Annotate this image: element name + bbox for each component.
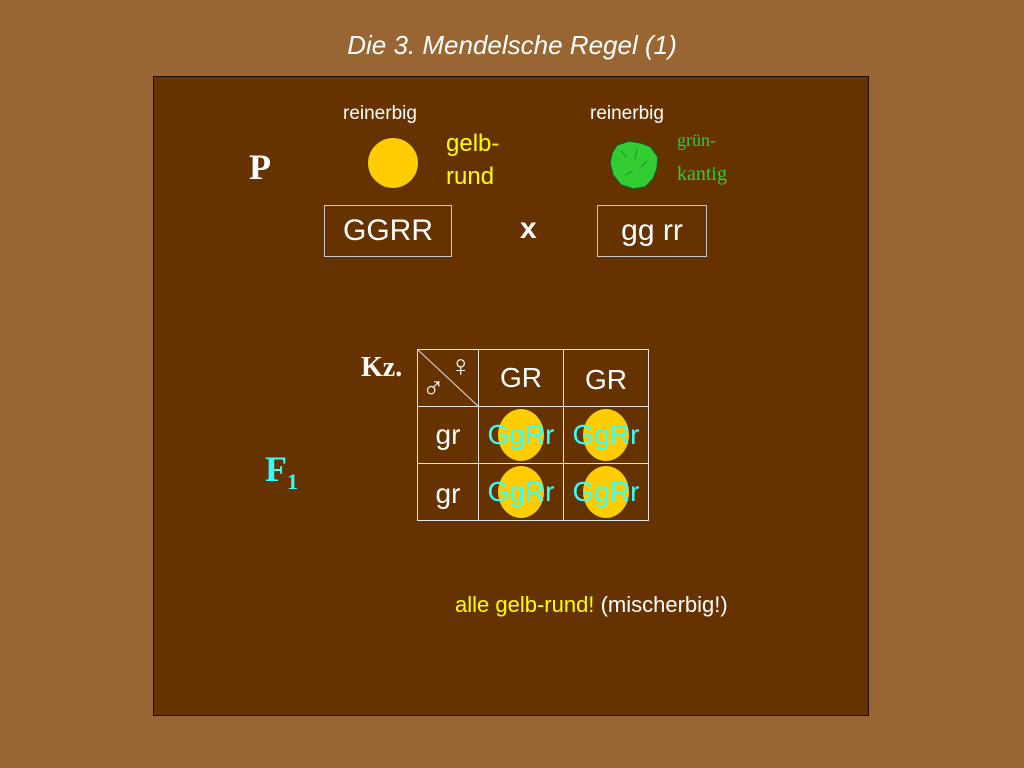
left-parent-caption: reinerbig [343,103,417,124]
yellow-round-pea [582,408,630,462]
f1-label-subscript: 1 [287,469,298,495]
right-parent-caption: reinerbig [590,103,664,124]
green-wrinkled-pea [609,140,659,190]
yellow-round-pea [582,465,630,519]
yellow-round-pea [367,137,419,189]
male-gamete-header: gr [417,406,479,464]
gamete-corner-cell: ♀ ♂ [417,349,479,407]
male-gamete-label: gr [435,419,461,450]
f1-generation-label: F1 [265,448,298,495]
conclusion-text: alle gelb-rund! (mischerbig!) [455,592,728,618]
female-symbol: ♀ [449,350,473,383]
right-genotype-box: gg rr [597,205,707,257]
f1-label-main: F [265,449,287,489]
corner-diagonal [418,350,478,406]
female-gamete-header: GR [563,349,649,407]
offspring-cell: GgRr [478,406,564,464]
punnett-row: gr GgRr GgRr [417,406,649,464]
male-symbol: ♂ [422,372,445,405]
offspring-genotype: GgRr [487,476,555,507]
offspring-genotype: GgRr [487,419,555,450]
male-gamete-header: gr [417,463,479,521]
offspring-genotype: GgRr [572,419,640,450]
punnett-row: gr GgRr GgRr [417,463,649,521]
female-gamete-label: GR [500,362,542,393]
slide-title: Die 3. Mendelsche Regel (1) [347,30,677,60]
female-gamete-header: GR [478,349,564,407]
punnett-header-row: ♀ ♂ GR GR [417,349,649,407]
right-phenotype-line2: kantig [677,163,727,185]
punnett-square: ♀ ♂ GR GR gr GgRr GgRr gr GgRr [417,349,649,521]
conclusion-rest: (mischerbig!) [600,592,728,617]
cross-symbol: x [520,212,537,245]
offspring-cell: GgRr [563,463,649,521]
female-gamete-label: GR [585,364,627,395]
conclusion-highlight: alle gelb-rund! [455,592,595,617]
p-generation-label: P [249,147,271,187]
left-phenotype-line1: gelb- [446,130,500,157]
offspring-cell: GgRr [478,463,564,521]
male-gamete-label: gr [435,478,461,509]
yellow-round-pea [497,465,545,519]
offspring-cell: GgRr [563,406,649,464]
offspring-genotype: GgRr [572,476,640,507]
left-genotype-box: GGRR [324,205,452,257]
yellow-round-pea [497,408,545,462]
left-phenotype-line2: rund [446,163,495,190]
right-phenotype-line1: grün- [677,130,716,150]
kz-label: Kz. [361,352,403,383]
